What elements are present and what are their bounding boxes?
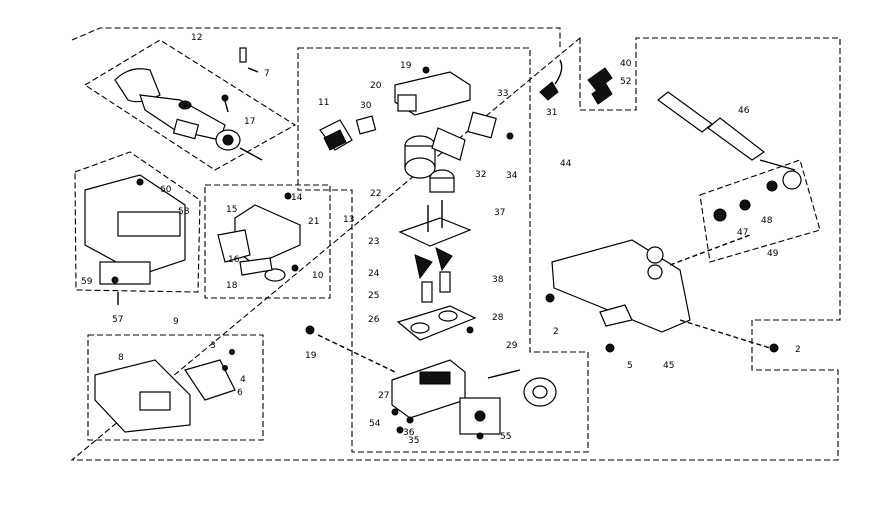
callout-19-left: 19: [305, 351, 317, 361]
callout-17: 17: [244, 117, 255, 127]
callout-55: 55: [500, 432, 511, 442]
callout-labels: 12 7 17 60 58 59 57 14 15 21 13 16 18 9 …: [81, 33, 801, 446]
callout-18: 18: [226, 281, 238, 291]
callout-37: 37: [494, 208, 505, 218]
callout-57: 57: [112, 315, 123, 325]
callout-22: 22: [370, 189, 381, 199]
callout-45: 45: [663, 361, 674, 371]
group-57-bracket: [74, 151, 201, 305]
callout-25: 25: [368, 291, 379, 301]
callout-5: 5: [627, 361, 633, 371]
callout-4: 4: [240, 375, 246, 385]
callout-32: 32: [475, 170, 486, 180]
group-9-bracket: [87, 334, 264, 441]
part-46-rod: [657, 91, 766, 161]
callout-48: 48: [761, 216, 773, 226]
part-31-sensor: [539, 59, 563, 101]
callout-27: 27: [378, 391, 389, 401]
callout-23: 23: [368, 237, 379, 247]
outer-border: [70, 27, 841, 461]
group-40-52: [587, 67, 613, 105]
callout-13: 13: [343, 215, 354, 225]
part-19-nut: [305, 325, 315, 335]
part-45-mounting-plate: [545, 234, 779, 353]
callout-59: 59: [81, 277, 93, 287]
callout-24: 24: [368, 269, 380, 279]
callout-9: 9: [173, 317, 179, 327]
callout-10: 10: [312, 271, 324, 281]
group-44-valve-assembly: [297, 47, 589, 453]
leader-19: [317, 334, 396, 373]
callout-20: 20: [370, 81, 382, 91]
callout-15: 15: [226, 205, 237, 215]
callout-19-top: 19: [400, 61, 412, 71]
callout-34: 34: [506, 171, 518, 181]
callout-54: 54: [369, 419, 381, 429]
callout-44: 44: [560, 159, 572, 169]
callout-33: 33: [497, 89, 508, 99]
part-17-screw: [221, 94, 229, 113]
callout-12: 12: [191, 33, 202, 43]
group-12-housing: [83, 39, 297, 171]
callout-47: 47: [737, 228, 748, 238]
group-13-bracket: [204, 184, 331, 299]
part-7-pin: [239, 47, 259, 73]
callout-26: 26: [368, 315, 380, 325]
callout-49: 49: [767, 249, 779, 259]
callout-58: 58: [178, 207, 190, 217]
callout-7: 7: [264, 69, 270, 79]
callout-21: 21: [308, 217, 319, 227]
callout-40: 40: [620, 59, 632, 69]
callout-2-right: 2: [795, 345, 801, 355]
callout-35: 35: [408, 436, 419, 446]
callout-16: 16: [228, 255, 240, 265]
callout-38: 38: [492, 275, 504, 285]
callout-31: 31: [546, 108, 557, 118]
callout-11: 11: [318, 98, 329, 108]
callout-8: 8: [118, 353, 124, 363]
callout-6: 6: [237, 388, 243, 398]
callout-29: 29: [506, 341, 518, 351]
callout-52: 52: [620, 77, 631, 87]
callout-3: 3: [210, 341, 216, 351]
callout-28: 28: [492, 313, 504, 323]
callout-60: 60: [160, 185, 172, 195]
callout-30: 30: [360, 101, 372, 111]
callout-36: 36: [403, 428, 415, 438]
callout-14: 14: [291, 193, 303, 203]
callout-2-left: 2: [553, 327, 559, 337]
group-49-fittings: [699, 159, 821, 263]
callout-46: 46: [738, 106, 750, 116]
